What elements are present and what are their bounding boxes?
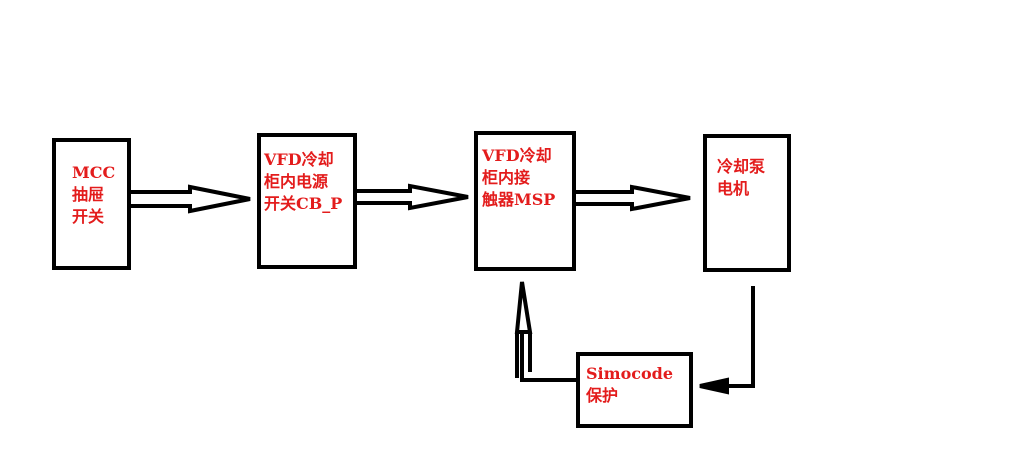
- arrow-cb-to-msp: [357, 183, 469, 211]
- node-mcc-label: MCC 抽屉 开关: [72, 163, 116, 226]
- node-vfd-cb-box: [257, 133, 357, 269]
- node-vfd-msp-label: VFD冷却 柜内接 触器MSP: [482, 146, 556, 209]
- arrow-simocode-to-msp: [514, 281, 578, 382]
- arrow-msp-to-pump: [576, 184, 691, 212]
- arrow-mcc-to-cb: [130, 184, 251, 214]
- node-pump-box: [703, 134, 791, 272]
- node-pump-label: 冷却泵 电机: [717, 157, 766, 198]
- node-simocode-box: [576, 352, 693, 428]
- node-mcc-box: [52, 138, 131, 270]
- node-vfd-msp-box: [474, 131, 576, 271]
- node-vfd-cb-label: VFD冷却 柜内电源 开关CB_P: [264, 150, 343, 213]
- arrow-pump-to-simocode: [699, 286, 755, 395]
- node-simocode-label: Simocode 保护: [586, 364, 674, 405]
